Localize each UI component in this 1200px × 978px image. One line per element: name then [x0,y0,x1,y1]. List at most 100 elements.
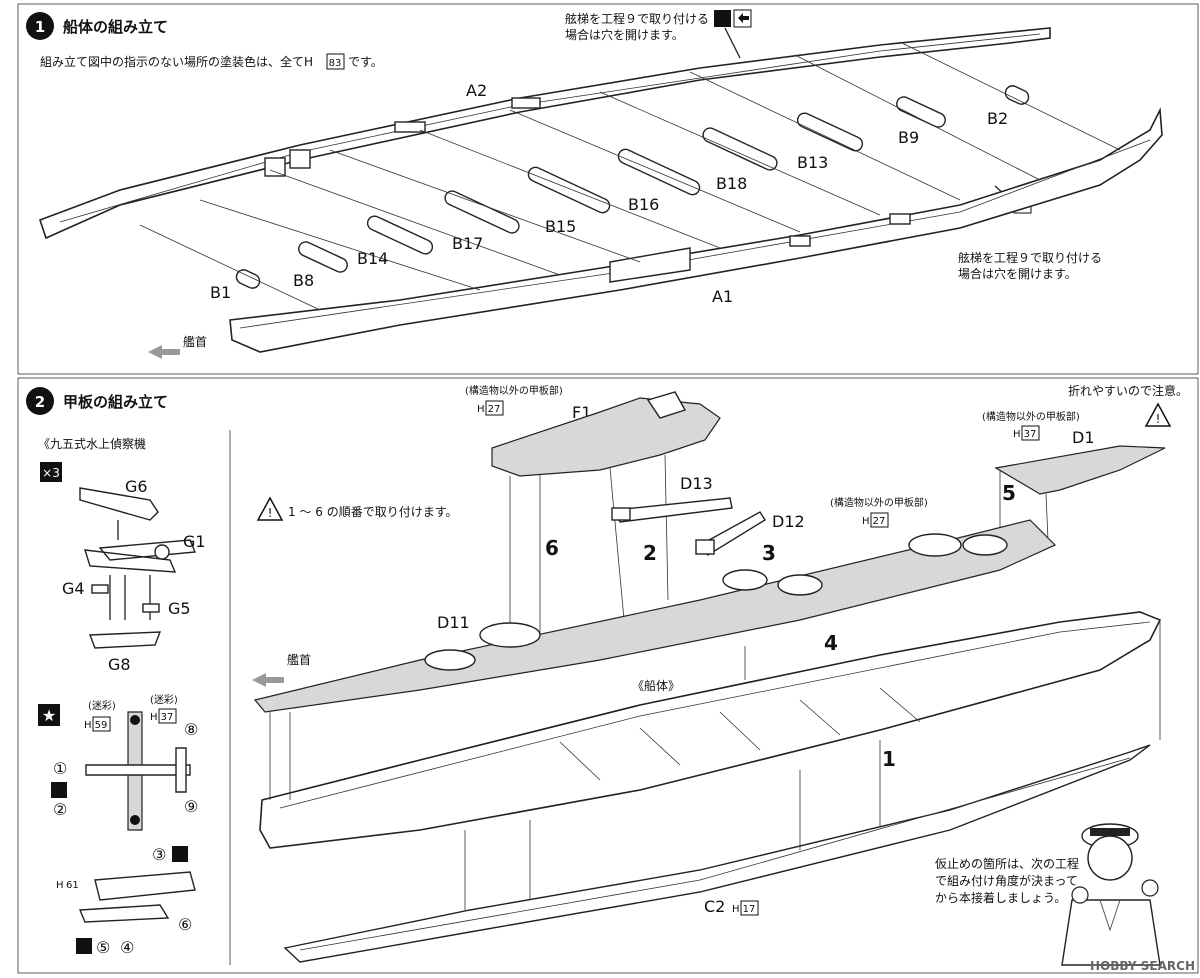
warning-icon [256,496,284,521]
order-note-text: 1 ～ 6 の順番で取り付けます。 [288,505,458,519]
label-d1: D1 [1072,428,1095,447]
step-num-3: 3 [762,541,776,565]
step2-title: 甲板の組み立て [63,393,168,411]
hull-part-a1 [229,107,1163,353]
watermark-text: HOBBY SEARCH [1090,959,1195,973]
fragile-warning-icon [1144,402,1172,427]
label-b8: B8 [293,271,314,290]
aircraft-side-fuselage [94,871,196,901]
decal-flag-icon [51,782,67,798]
label-d11: D11 [437,613,470,632]
decal-4: ④ [120,938,134,957]
step1-bow: 艦首 [148,335,207,359]
float-color: 61 [66,880,79,891]
ladder-note-top-line1: 舷梯を工程９で取り付ける [565,11,709,26]
d1-deck-note: (構造物以外の甲板部) [982,410,1080,423]
ladder-note-right-line1: 舷梯を工程９で取り付ける [958,250,1102,265]
svg-text:H: H [84,720,92,731]
label-b9: B9 [898,128,919,147]
step-num-4: 4 [824,631,838,655]
label-g5: G5 [168,599,191,618]
main-deck-note: (構造物以外の甲板部) [830,496,928,509]
deck-part-d11: D11 [253,519,1057,713]
label-b15: B15 [545,217,576,236]
star-icon: ★ [42,706,56,725]
hull-part-a2 [38,27,1051,240]
f1-deck-note: (構造物以外の甲板部) [465,384,563,397]
label-b16: B16 [628,195,659,214]
paint-note-suffix: です。 [348,55,383,69]
aircraft-part-g4 [91,584,109,594]
step2-number: 2 [35,393,45,411]
decal-5: ⑤ [96,938,110,957]
label-g6: G6 [125,477,148,496]
assembled-hull: 《船体》 [259,611,1162,849]
step1-bow-label: 艦首 [183,335,207,349]
deck-part-d12: D12 [695,511,805,556]
arrow-icon [738,13,749,23]
svg-text:H: H [56,880,64,891]
paint-color-code: 83 [329,58,342,69]
label-b13: B13 [797,153,828,172]
ladder-note-top: 舷梯を工程９で取り付ける 場合は穴を開けます。 [565,9,752,59]
label-g8: G8 [108,655,131,674]
ladder-note-top-line2: 場合は穴を開けます。 [565,27,684,42]
label-d12: D12 [772,512,805,531]
step1-number-circle [26,12,54,40]
decal-flag-icon-2 [172,846,188,862]
label-g1: G1 [183,532,206,551]
label-b14: B14 [357,249,388,268]
d1-color: 37 [1024,429,1037,440]
watermark: HOBBY SEARCH [1090,959,1195,973]
aircraft-fuselage-g1 [84,539,197,573]
aircraft-decal-view: ★ (迷彩) (迷彩) H 59 H 37 ⑧ ① ② ⑨ [38,694,198,831]
tip-line-1: 仮止めの箇所は、次の工程 [935,856,1079,871]
tip-line-2: で組み付け角度が決まって [935,873,1078,888]
step1-frame [17,3,1199,375]
label-b17: B17 [452,234,483,253]
step-num-6: 6 [545,536,559,560]
svg-text:H: H [862,516,870,527]
hull-bottom-c2: C2 H 17 [283,744,1151,963]
step1-labels: A2 B2 B9 B13 B18 B16 B15 B17 B14 B8 B1 A… [210,81,1008,306]
qty-badge: ×3 [42,466,60,480]
aircraft-title: 《九五式水上偵察機 [38,436,146,451]
step1-title: 船体の組み立て [63,18,168,36]
officer-mascot [1061,823,1161,966]
fragile-note-text: 折れやすいので注意。 [1068,383,1188,398]
step2-bow: 艦首 [252,653,311,687]
step-num-2: 2 [643,541,657,565]
bow-arrow-icon-2 [252,673,284,687]
d-deck-note: (構造物以外の甲板部) H 27 [830,496,928,528]
aircraft-part-g5 [142,603,160,613]
label-c2: C2 [704,897,725,916]
label-b2: B2 [987,109,1008,128]
fragile-note: 折れやすいので注意。 ! [1068,383,1188,427]
step-num-5: 5 [1002,481,1016,505]
step2-bow-label: 艦首 [287,653,311,667]
svg-text:H: H [477,404,485,415]
decal-1: ① [53,759,67,778]
deck-part-d13: D13 [611,474,733,523]
aircraft-side-float [78,904,170,923]
hull-label: 《船体》 [632,679,680,693]
camo-label-1: (迷彩) [88,700,116,712]
step-numbers: 6 2 3 5 4 1 [545,481,1016,771]
drill-icon [714,10,731,27]
decal-8: ⑧ [184,720,198,739]
camo-color-1: 59 [95,720,108,731]
decal-2: ② [53,800,67,819]
step-num-1: 1 [882,747,896,771]
svg-text:!: ! [1156,412,1161,426]
qty-badge-box [40,462,62,482]
label-d13: D13 [680,474,713,493]
svg-text:!: ! [268,506,273,520]
deck-part-f1: (構造物以外の甲板部) H 27 F1 [465,384,721,650]
camo-label-2: (迷彩) [150,694,178,706]
aircraft-panel: 《九五式水上偵察機 ×3 G6 G1 G4 G5 G8 [38,436,206,674]
paint-note-text: 組み立て図中の指示のない場所の塗装色は、全てH [40,54,313,69]
svg-text:H: H [1013,429,1021,440]
bow-arrow-icon [148,345,180,359]
